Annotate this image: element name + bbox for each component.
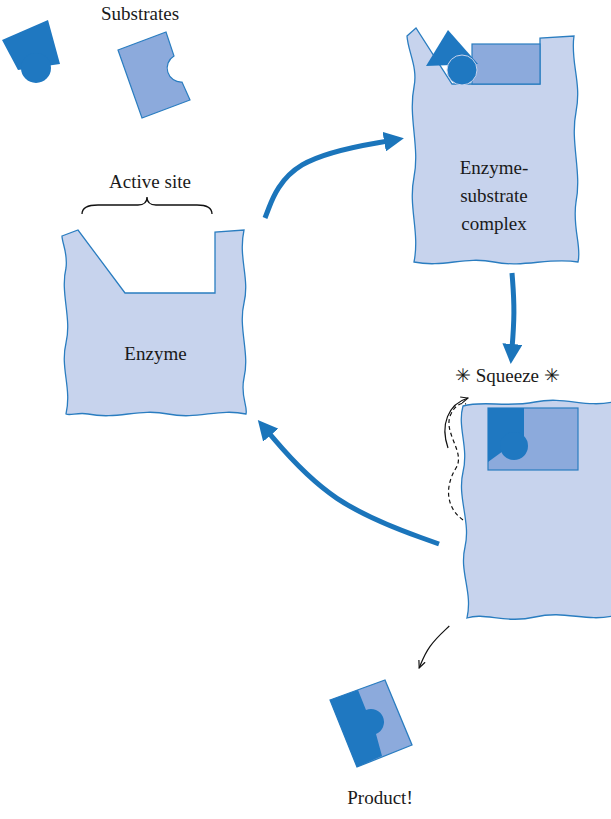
release-arrow <box>419 626 449 668</box>
bracket <box>82 197 212 214</box>
node-text: Enzyme-substrate complex <box>434 154 554 238</box>
substrate-pieces <box>2 20 190 118</box>
diagram-node: Product! <box>320 672 444 814</box>
label: Active site <box>70 170 230 194</box>
node-text: Product! <box>320 784 440 812</box>
outline <box>62 230 246 416</box>
squeezed-enzyme-shape <box>445 362 611 622</box>
outline <box>407 28 579 264</box>
bound-substrates <box>426 30 540 85</box>
joined-substrates <box>488 408 578 470</box>
diagram-node: Enzyme-substrate complex <box>404 22 584 267</box>
outline <box>330 680 412 767</box>
substrate-dark <box>2 20 60 70</box>
substrate-light <box>118 32 190 118</box>
node-text: Enzyme <box>58 340 253 368</box>
diagram-node: Enzyme <box>58 228 257 418</box>
cycle-arrow <box>511 273 514 356</box>
cycle-arrow <box>263 426 439 544</box>
node-text: ✳ Squeeze ✳ <box>455 362 605 390</box>
label: Substrates <box>60 2 220 26</box>
outline <box>330 690 384 767</box>
former-arm-outline <box>449 403 466 520</box>
outline <box>461 400 611 619</box>
substrate-dark-knob <box>21 53 51 83</box>
diagram-node: ✳ Squeeze ✳ <box>445 362 611 622</box>
enzyme-shape <box>58 228 253 418</box>
motion-arrow <box>445 398 468 448</box>
cycle-arrow <box>265 140 396 218</box>
